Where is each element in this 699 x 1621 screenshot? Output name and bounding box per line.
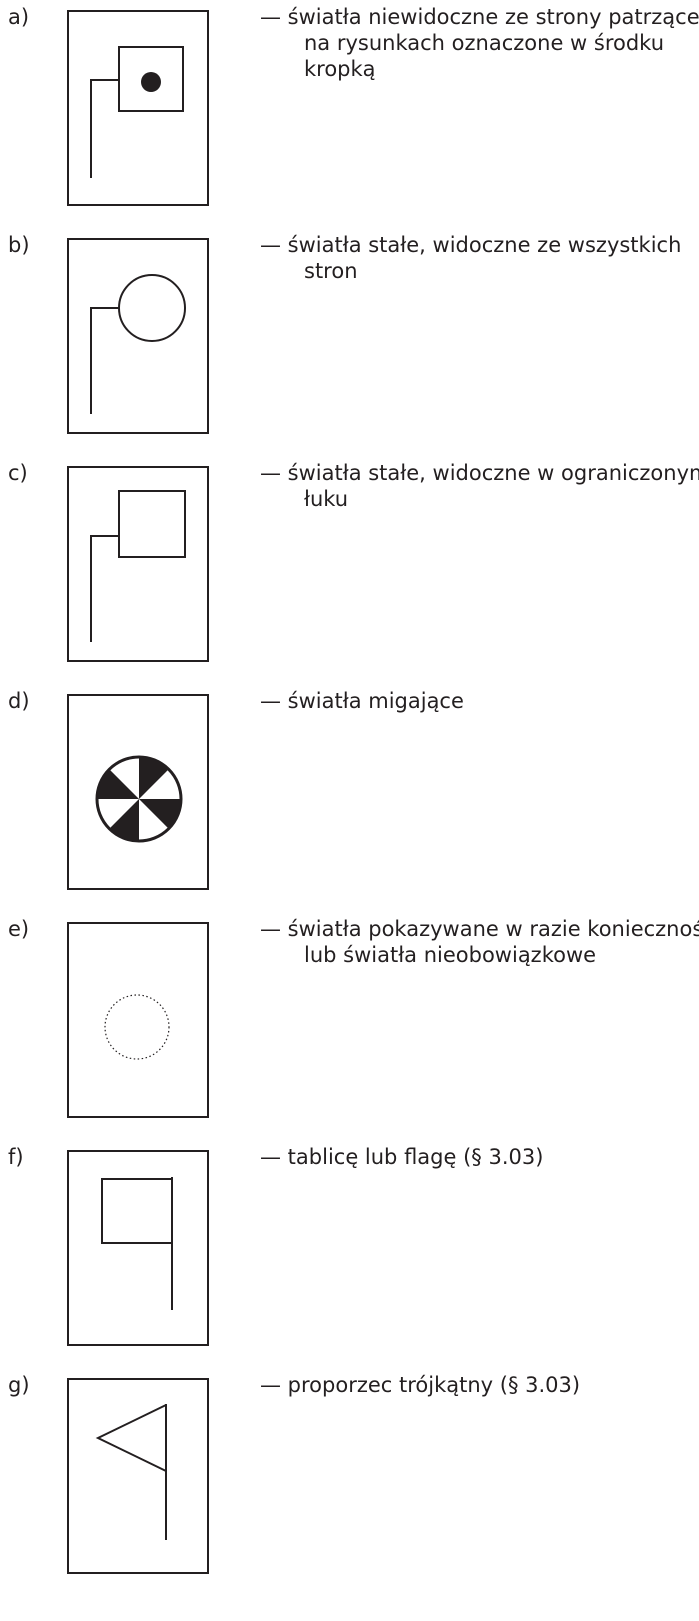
legend-item: e) — światła pokazywane w razie konieczn… <box>0 912 699 1142</box>
item-description: — proporzec trójkątny (§ 3.03) <box>260 1373 581 1397</box>
optional-light-icon <box>67 922 209 1118</box>
item-letter: b) <box>8 233 30 257</box>
fixed-light-limited-arc-icon <box>67 466 209 662</box>
legend-item: b) — światła stałe, widoczne ze wszystki… <box>0 228 699 458</box>
legend-item: f) — tablicę lub flagę (§ 3.03) <box>0 1140 699 1370</box>
triangular-pennant-icon <box>67 1378 209 1574</box>
item-letter: c) <box>8 461 28 485</box>
board-or-flag-icon <box>67 1150 209 1346</box>
item-letter: d) <box>8 689 30 713</box>
legend-item: a) — światła niewidoczne ze strony patrz… <box>0 0 699 230</box>
light-invisible-from-viewer-icon <box>67 10 209 206</box>
legend-item: c) — światła stałe, widoczne w ograniczo… <box>0 456 699 686</box>
legend-item: d) — światła migające <box>0 684 699 914</box>
item-description: — światła migające <box>260 689 464 713</box>
flashing-light-icon <box>67 694 209 890</box>
item-description: — światła pokazywane w razie koniecznośc… <box>260 917 699 967</box>
item-description: — tablicę lub flagę (§ 3.03) <box>260 1145 544 1169</box>
item-letter: e) <box>8 917 30 941</box>
item-letter: a) <box>8 5 30 29</box>
item-description: — światła niewidoczne ze strony patrzące… <box>260 5 699 81</box>
item-description: — światła stałe, widoczne ze wszystkich … <box>260 233 682 283</box>
item-letter: f) <box>8 1145 24 1169</box>
fixed-light-all-round-icon <box>67 238 209 434</box>
item-letter: g) <box>8 1373 30 1397</box>
legend-item: g) — proporzec trójkątny (§ 3.03) <box>0 1368 699 1598</box>
item-description: — światła stałe, widoczne w ograniczonym… <box>260 461 699 511</box>
